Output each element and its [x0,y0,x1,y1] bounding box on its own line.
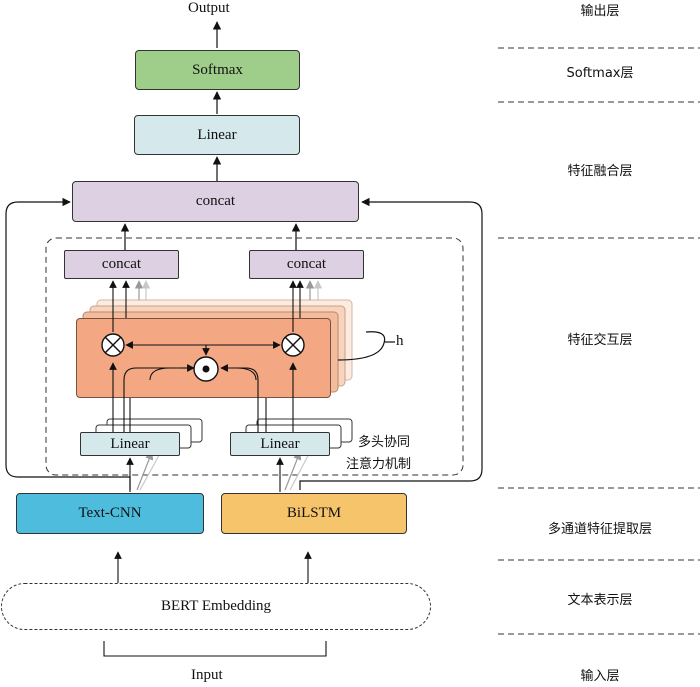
odot-icon [193,356,219,382]
bert-embedding-box: BERT Embedding [1,583,431,630]
otimes-right-icon [281,333,305,357]
linear-left-box: Linear [80,432,180,456]
concat-right-box: concat [249,250,364,279]
layer-softmax: Softmax层 [566,66,634,81]
linear-top-box: Linear [134,115,300,155]
layer-representation: 文本表示层 [567,593,633,608]
layer-interaction: 特征交互层 [567,333,633,348]
layer-input: 输入层 [580,669,620,684]
softmax-box: Softmax [135,50,300,90]
attention-head-box [76,318,331,398]
attention-mechanism-label-1: 多头协同 [358,435,411,450]
attention-frame [45,237,464,476]
concat-left-box: concat [64,250,179,279]
layer-fusion: 特征融合层 [567,164,633,179]
residual-right [299,197,483,490]
output-label: Output [188,0,230,16]
concat-top-box: concat [72,181,359,222]
h-bracket [337,331,386,361]
bilstm-box: BiLSTM [221,493,407,534]
layer-separators [498,47,700,635]
text-cnn-box: Text-CNN [16,493,204,534]
input-label: Input [191,667,223,683]
h-label: h [396,333,404,349]
residual-left [5,197,131,490]
layer-extraction: 多通道特征提取层 [547,522,653,537]
attention-mechanism-label-2: 注意力机制 [346,457,412,472]
otimes-left-icon [101,333,125,357]
linear-right-box: Linear [230,432,330,456]
layer-output: 输出层 [580,4,620,19]
